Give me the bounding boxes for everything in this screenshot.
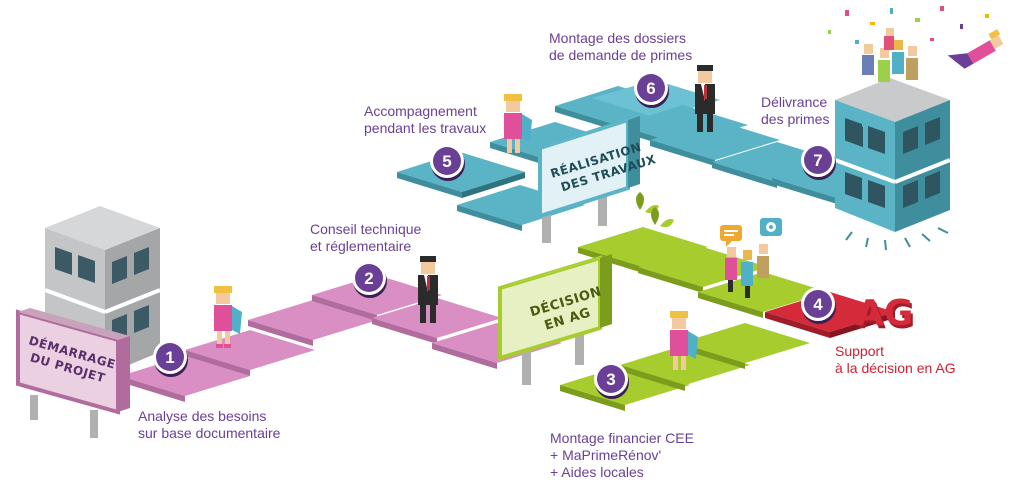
svg-text:AG: AG — [856, 293, 913, 334]
superhero-icon — [947, 29, 1004, 69]
sign-decision: DÉCISIONEN AG — [498, 254, 612, 385]
step-2-badge: 2 — [352, 261, 387, 298]
step-2-label: Conseil technique et réglementaire — [310, 221, 422, 254]
ag-logo: AG AG — [856, 293, 915, 337]
step-4-label: Support à la décision en AG — [835, 343, 956, 376]
step-3-label: Montage financier CEE + MaPrimeRénov' + … — [550, 430, 694, 480]
step-number: 4 — [813, 295, 823, 314]
step-number: 6 — [646, 79, 655, 98]
person-icon — [862, 28, 918, 82]
leaf-icon — [636, 192, 674, 228]
step-6-label: Montage des dossiers de demande de prime… — [549, 30, 693, 63]
person-icon — [504, 94, 532, 153]
gear-icon — [760, 218, 782, 236]
burst-lines — [845, 227, 949, 251]
person-icon — [695, 65, 715, 132]
confetti-icon — [828, 6, 989, 44]
step-1-label: Analyse des besoins sur base documentair… — [138, 408, 281, 441]
step-7-label: Délivrance des primes — [761, 94, 830, 127]
sign-start: DÉMARRAGEDU PROJET — [16, 308, 130, 438]
person-icon — [670, 311, 698, 370]
step-number: 2 — [364, 269, 373, 288]
step-1-badge: 1 — [153, 340, 188, 377]
step-number: 1 — [165, 348, 174, 367]
person-icon — [725, 244, 769, 298]
step-number: 3 — [606, 370, 615, 389]
svg-text:AG: AG — [858, 296, 915, 337]
step-number: 5 — [442, 152, 451, 171]
chat-bubble-icon — [720, 225, 742, 247]
person-icon — [418, 256, 438, 323]
step-6-badge: 6 — [634, 71, 669, 108]
step-5-label: Accompagnement pendant les travaux — [364, 103, 487, 136]
step-7-badge: 7 — [801, 143, 836, 180]
step-5-badge: 5 — [430, 144, 465, 181]
step-4-badge: 4 — [801, 287, 836, 324]
person-icon — [214, 286, 242, 348]
step-number: 7 — [813, 151, 822, 170]
pink-walkway — [120, 275, 562, 402]
building-icon — [834, 78, 951, 232]
step-3-badge: 3 — [594, 362, 629, 399]
sign-works: RÉALISATIONDES TRAVAUX — [538, 116, 658, 243]
